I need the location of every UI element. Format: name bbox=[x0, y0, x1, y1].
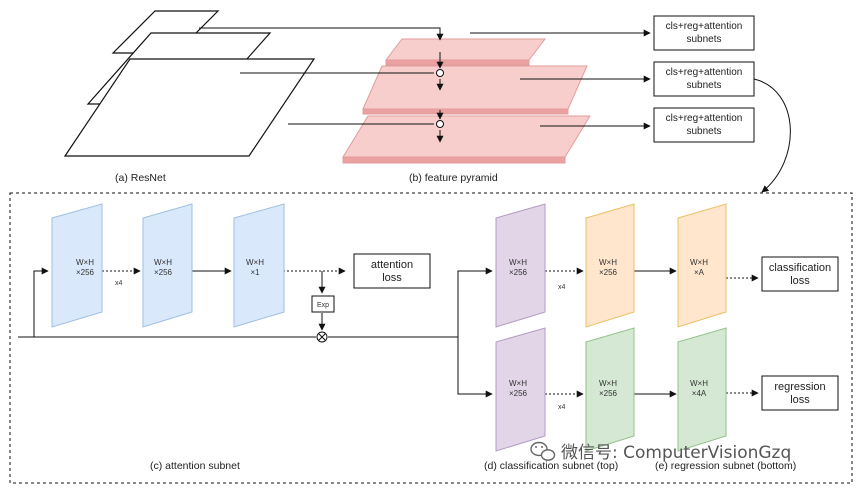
svg-text:W×H: W×H bbox=[599, 379, 617, 388]
svg-text:W×H: W×H bbox=[690, 258, 708, 267]
lateral-connections bbox=[199, 27, 444, 143]
wechat-icon bbox=[530, 441, 556, 461]
svg-text:W×H: W×H bbox=[690, 379, 708, 388]
exp-box: Exp bbox=[311, 295, 335, 313]
svg-text:×256: ×256 bbox=[509, 389, 528, 398]
svg-text:W×H: W×H bbox=[509, 258, 527, 267]
attention-slab-2: W×H ×256 bbox=[142, 203, 193, 328]
svg-text:×256: ×256 bbox=[599, 389, 618, 398]
svg-text:loss: loss bbox=[790, 394, 810, 406]
pyramid-layer-bottom bbox=[342, 115, 591, 164]
classification-caption: (d) classification subnet (top) bbox=[484, 460, 618, 472]
svg-text:×256: ×256 bbox=[154, 268, 173, 277]
svg-text:attention: attention bbox=[371, 259, 413, 271]
pyramid-caption: (b) feature pyramid bbox=[409, 172, 498, 184]
svg-text:cls+reg+attention: cls+reg+attention bbox=[666, 67, 743, 78]
detail-frame bbox=[9, 192, 853, 484]
reg-repeat-label: x4 bbox=[558, 404, 566, 411]
attention-slab-1: W×H ×256 bbox=[51, 203, 103, 328]
attention-loss-box: attention loss bbox=[353, 253, 431, 289]
svg-text:loss: loss bbox=[790, 275, 810, 287]
pyramid-outputs bbox=[470, 29, 651, 130]
reg-slab-2: W×H ×256 bbox=[585, 327, 635, 452]
svg-text:×1: ×1 bbox=[250, 268, 260, 277]
svg-text:×256: ×256 bbox=[509, 268, 528, 277]
cls-slab-3: W×H ×A bbox=[677, 203, 727, 328]
regression-caption: (e) regression subnet (bottom) bbox=[655, 460, 796, 472]
cls-repeat-label: x4 bbox=[558, 284, 566, 291]
subnets-box-1: cls+reg+attention subnets bbox=[653, 15, 755, 51]
attention-slab-3: W×H ×1 bbox=[233, 203, 285, 328]
svg-text:classification: classification bbox=[769, 262, 831, 274]
cls-slab-1: W×H ×256 bbox=[495, 203, 546, 328]
resnet-caption: (a) ResNet bbox=[115, 172, 166, 184]
svg-text:subnets: subnets bbox=[686, 80, 721, 91]
regression-loss-box: regression loss bbox=[761, 375, 839, 411]
svg-text:×256: ×256 bbox=[76, 268, 95, 277]
svg-text:cls+reg+attention: cls+reg+attention bbox=[666, 21, 743, 32]
svg-text:×A: ×A bbox=[694, 268, 705, 277]
feature-pyramid bbox=[342, 38, 591, 164]
subnets-box-2: cls+reg+attention subnets bbox=[653, 61, 755, 97]
attention-connections bbox=[18, 267, 493, 398]
merge-node-1 bbox=[436, 69, 444, 77]
svg-text:×256: ×256 bbox=[599, 268, 618, 277]
cls-connections bbox=[545, 267, 759, 282]
subnets-box-3: cls+reg+attention subnets bbox=[653, 107, 755, 143]
svg-text:W×H: W×H bbox=[246, 258, 264, 267]
reg-slab-1: W×H ×256 bbox=[495, 327, 546, 452]
svg-text:Exp: Exp bbox=[317, 302, 329, 309]
zoom-arrow bbox=[753, 78, 791, 193]
svg-text:regression: regression bbox=[774, 381, 825, 393]
watermark-text: 微信号: ComputerVisionGzq bbox=[561, 443, 791, 463]
multiply-node bbox=[316, 331, 328, 343]
svg-text:W×H: W×H bbox=[509, 379, 527, 388]
watermark: 微信号: ComputerVisionGzq bbox=[530, 441, 791, 463]
merge-node-2 bbox=[436, 120, 444, 128]
resnet-layer-3 bbox=[63, 58, 316, 157]
pyramid-layer-top bbox=[384, 38, 547, 66]
merge-nodes bbox=[436, 69, 444, 128]
reg-connections bbox=[545, 389, 759, 398]
svg-text:W×H: W×H bbox=[599, 258, 617, 267]
reg-slab-3: W×H ×4A bbox=[677, 327, 727, 452]
classification-loss-box: classification loss bbox=[761, 256, 839, 292]
svg-text:W×H: W×H bbox=[154, 258, 172, 267]
cls-slab-2: W×H ×256 bbox=[585, 203, 635, 328]
svg-text:cls+reg+attention: cls+reg+attention bbox=[666, 113, 743, 124]
attention-caption: (c) attention subnet bbox=[150, 460, 240, 472]
svg-text:W×H: W×H bbox=[76, 258, 94, 267]
svg-text:subnets: subnets bbox=[686, 34, 721, 45]
pyramid-layer-middle bbox=[362, 65, 588, 115]
svg-text:subnets: subnets bbox=[686, 126, 721, 137]
svg-text:×4A: ×4A bbox=[692, 389, 707, 398]
attention-repeat-label: x4 bbox=[115, 280, 123, 287]
resnet-stack bbox=[63, 10, 316, 157]
svg-text:loss: loss bbox=[382, 272, 402, 284]
